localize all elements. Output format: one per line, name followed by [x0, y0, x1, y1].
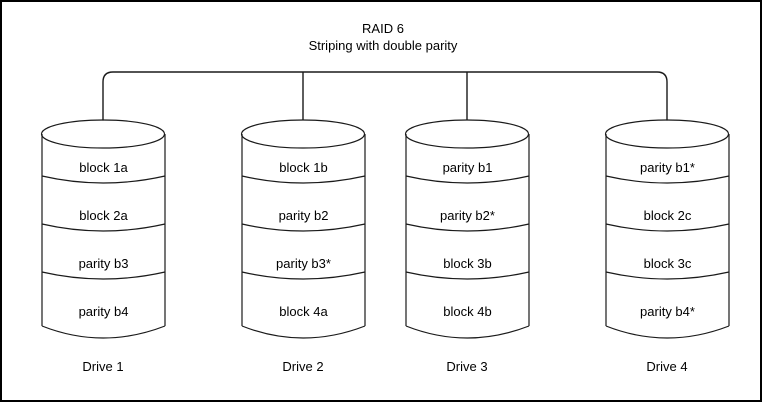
drive-bottom-face-1	[41, 325, 166, 339]
title-subtitle: Striping with double parity	[308, 38, 458, 53]
drive-label-3: Drive 3	[446, 359, 488, 374]
drive-4-divider-2	[605, 223, 730, 232]
drive-cylinder-1	[40, 119, 166, 339]
drive-bottom-face-3	[405, 325, 530, 339]
drive-bottom-face-4	[605, 325, 730, 339]
drive-3-block-2: parity b2*	[440, 207, 495, 223]
drive-4-block-1: parity b1*	[640, 159, 695, 175]
drive-bottom-face-2	[241, 325, 366, 339]
drive-1-block-4: parity b4	[78, 303, 129, 319]
drive-cylinder-4	[604, 119, 730, 339]
drive-1-divider-3	[41, 271, 166, 280]
title-primary: RAID 6	[362, 21, 404, 36]
diagram-title: RAID 6 Striping with double parity	[2, 20, 760, 54]
drive-3-block-3: block 3b	[443, 255, 492, 271]
drive-cylinder-2	[240, 119, 366, 339]
drive-1-block-1: block 1a	[79, 159, 128, 175]
drive-cylinder-3	[404, 119, 530, 339]
drive-3-block-4: block 4b	[443, 303, 492, 319]
controller-bus-group	[102, 71, 668, 121]
drive-3-block-1: parity b1	[442, 159, 493, 175]
drive-1-block-3: parity b3	[78, 255, 129, 271]
drive-2-block-2: parity b2	[278, 207, 329, 223]
drive-4-block-2: block 2c	[643, 207, 692, 223]
bus-rail	[102, 71, 668, 121]
drive-top-face-3	[404, 119, 530, 149]
drive-3-divider-3	[405, 271, 530, 280]
drive-4-block-3: block 3c	[643, 255, 692, 271]
drive-top-face-4	[604, 119, 730, 149]
drive-top-face-2	[240, 119, 366, 149]
drive-label-1: Drive 1	[82, 359, 124, 374]
drive-1-divider-1	[41, 175, 166, 184]
drive-2-divider-3	[241, 271, 366, 280]
drive-2-block-4: block 4a	[279, 303, 328, 319]
drive-4-divider-3	[605, 271, 730, 280]
drive-1-divider-2	[41, 223, 166, 232]
drive-2-block-1: block 1b	[279, 159, 328, 175]
drive-3-divider-2	[405, 223, 530, 232]
drive-top-face-1	[40, 119, 166, 149]
drive-label-4: Drive 4	[646, 359, 688, 374]
drive-3-divider-1	[405, 175, 530, 184]
drive-1-block-2: block 2a	[79, 207, 128, 223]
drive-2-divider-2	[241, 223, 366, 232]
drive-label-2: Drive 2	[282, 359, 324, 374]
drive-4-divider-1	[605, 175, 730, 184]
drive-4-block-4: parity b4*	[640, 303, 695, 319]
drive-2-block-3: parity b3*	[276, 255, 331, 271]
drive-cylinders-group	[40, 119, 730, 339]
drive-2-divider-1	[241, 175, 366, 184]
